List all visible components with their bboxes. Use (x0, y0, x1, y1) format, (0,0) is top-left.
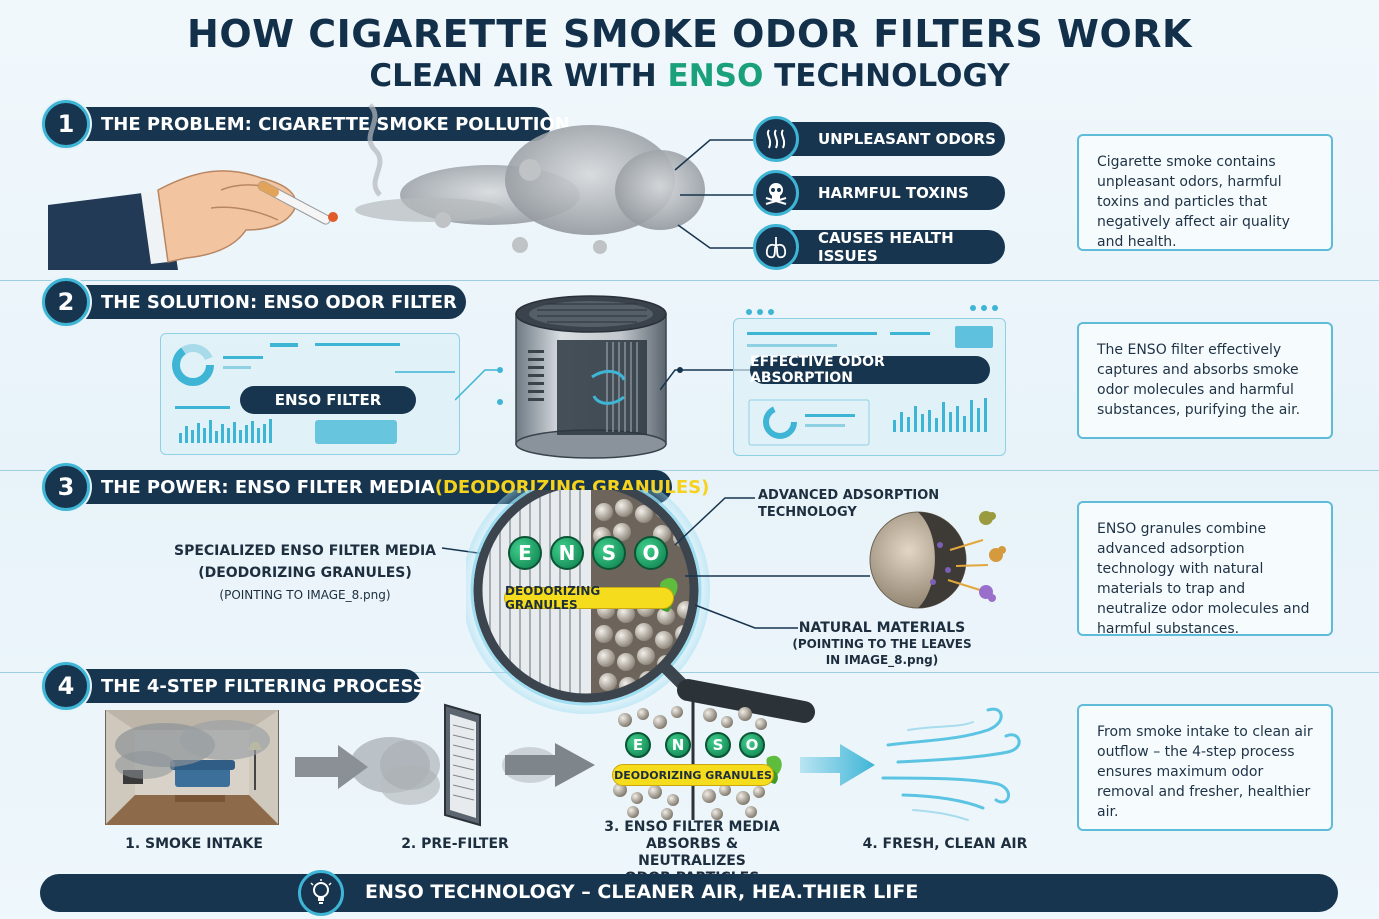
page-title: HOW CIGARETTE SMOKE ODOR FILTERS WORK (187, 12, 1192, 56)
odor-absorption-label: EFFECTIVE ODOR ABSORPTION (750, 354, 990, 386)
granule-cross-section (869, 511, 1006, 609)
granules-tag-text: DEODORIZING GRANULES (505, 584, 601, 612)
section-3-title: THE POWER: ENSO FILTER MEDIA (101, 476, 435, 498)
media-label-note: (POINTING TO IMAGE_8.png) (219, 588, 391, 602)
pre-filter-illustration (444, 703, 481, 827)
enso-filter-label-text: ENSO FILTER (274, 391, 382, 409)
process-info-text: From smoke intake to clean air outflow –… (1097, 724, 1313, 820)
natural-materials-label: NATURAL MATERIALS (POINTING TO THE LEAVE… (782, 620, 982, 668)
skull-icon (753, 170, 799, 216)
subtitle-after: TECHNOLOGY (763, 58, 1010, 94)
section-1-header: THE PROBLEM: CIGARETTE SMOKE POLLUTION (46, 107, 570, 141)
granules-tag: DEODORIZING GRANULES (504, 584, 674, 612)
section-4-number: 4 (42, 662, 90, 710)
tag-health-issues: CAUSES HEALTH ISSUES (760, 229, 1005, 265)
dashboard-graphics (172, 343, 455, 444)
enso-letter-balls: E N S O (508, 536, 668, 570)
process-granules-tag-text: DEODORIZING GRANULES (614, 768, 772, 782)
step-1-label: 1. SMOKE INTAKE (125, 836, 263, 852)
letter-ball: S (592, 536, 626, 570)
problem-info-text: Cigarette smoke contains unpleasant odor… (1097, 154, 1290, 250)
tag-harmful-toxins: HARMFUL TOXINS (760, 176, 1005, 210)
letter-ball: E (508, 536, 542, 570)
pre-filter-smoke (380, 740, 440, 790)
step-3-label-line: 3. ENSO FILTER MEDIA (604, 819, 780, 835)
adv-label-line: ADVANCED ADSORPTION (758, 488, 940, 503)
media-label-line: SPECIALIZED ENSO FILTER MEDIA (173, 543, 436, 559)
tag-unpleasant-odors: UNPLEASANT ODORS (760, 122, 1005, 156)
section-1-number: 1 (42, 100, 90, 148)
step-arrow-2 (502, 743, 595, 787)
tag-label: HARMFUL TOXINS (818, 184, 969, 202)
section-divider (0, 470, 1379, 471)
letter-ball: N (550, 536, 584, 570)
section-3-number: 3 (42, 463, 90, 511)
section-2-header: THE SOLUTION: ENSO ODOR FILTER (46, 285, 466, 319)
section-divider (0, 672, 1379, 673)
step-arrow-3 (800, 744, 875, 786)
granules-cluster-illustration (613, 700, 782, 820)
problem-info-box: Cigarette smoke contains unpleasant odor… (1077, 134, 1333, 251)
media-label-line: (DEODORIZING GRANULES) (198, 565, 412, 581)
nat-label-line: NATURAL MATERIALS (798, 620, 966, 636)
section-2-number: 2 (42, 278, 90, 326)
subtitle-before: CLEAN AIR WITH (369, 58, 668, 94)
filter-media-label: SPECIALIZED ENSO FILTER MEDIA (DEODORIZI… (160, 540, 450, 606)
process-info-box: From smoke intake to clean air outflow –… (1077, 704, 1333, 831)
lightbulb-icon (298, 870, 344, 916)
letter-ball: N (665, 732, 691, 758)
smoke-cloud-illustration (355, 103, 705, 254)
lungs-icon (753, 224, 799, 270)
absorption-connector (660, 367, 755, 391)
solution-info-text: The ENSO filter effectively captures and… (1097, 342, 1301, 418)
tag-label: CAUSES HEALTH ISSUES (818, 229, 954, 265)
enso-filter-unit (515, 295, 667, 459)
step-3-label-line: ABSORBS & NEUTRALIZES (638, 836, 746, 869)
power-connector-lines (674, 497, 870, 629)
advanced-adsorption-label: ADVANCED ADSORPTION TECHNOLOGY (758, 487, 939, 521)
process-letter-balls: E N S O (625, 732, 765, 758)
section-2-title: THE SOLUTION: ENSO ODOR FILTER (101, 291, 457, 313)
nat-label-line: IN IMAGE_8.png) (825, 653, 939, 667)
section-4-header: THE 4-STEP FILTERING PROCESS (46, 669, 426, 703)
adv-label-line: TECHNOLOGY (758, 505, 857, 520)
solution-info-box: The ENSO filter effectively captures and… (1077, 322, 1333, 439)
absorption-dashboard-graphics (746, 305, 998, 446)
letter-ball: O (634, 536, 668, 570)
footer-banner (40, 874, 1338, 912)
step-2-label: 2. PRE-FILTER (401, 836, 509, 852)
section-divider (0, 280, 1379, 281)
power-info-box: ENSO granules combine advanced adsorptio… (1077, 501, 1333, 637)
filter-connector (455, 367, 503, 405)
step-4-label: 4. FRESH, CLEAN AIR (862, 836, 1028, 852)
odor-absorption-label-text: EFFECTIVE ODOR ABSORPTION (750, 354, 885, 386)
smell-waves-icon (753, 116, 799, 162)
power-info-text: ENSO granules combine advanced adsorptio… (1097, 521, 1310, 637)
section-1-title: THE PROBLEM: CIGARETTE SMOKE POLLUTION (101, 113, 570, 135)
section-4-title: THE 4-STEP FILTERING PROCESS (101, 675, 426, 697)
page-subtitle: CLEAN AIR WITH ENSO TECHNOLOGY (0, 58, 1379, 94)
footer-tagline: ENSO TECHNOLOGY – CLEANER AIR, HEA.THIER… (365, 881, 919, 903)
nat-label-line: (POINTING TO THE LEAVES (792, 637, 972, 651)
enso-filter-label: ENSO FILTER (240, 386, 416, 414)
process-granules-tag: DEODORIZING GRANULES (612, 764, 774, 786)
letter-ball: O (739, 732, 765, 758)
tag-label: UNPLEASANT ODORS (818, 130, 996, 148)
letter-ball: S (705, 732, 731, 758)
hand-cigarette-illustration (48, 170, 338, 270)
fresh-air-illustration (881, 707, 1021, 821)
subtitle-brand: ENSO (667, 58, 764, 94)
smoky-room-illustration (105, 710, 279, 825)
letter-ball: E (625, 732, 651, 758)
problem-connector-lines (674, 139, 760, 249)
